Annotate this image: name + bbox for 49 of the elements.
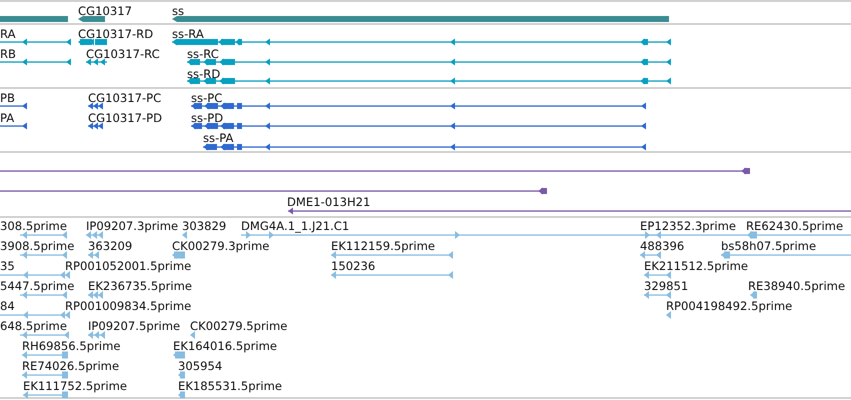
feature-label: CG10317-PC (88, 91, 162, 105)
feature-label: 303829 (182, 219, 226, 233)
feature-label: RE38940.5prime (748, 279, 846, 293)
feature-label: RP001009834.5prime (65, 299, 192, 313)
feature-label: EK112159.5prime (331, 239, 436, 253)
feature-label: ss-PA (203, 131, 234, 145)
feature-label: RH69856.5prime (22, 339, 120, 353)
feature-label: 305954 (178, 359, 222, 373)
feature-label: 363209 (88, 239, 132, 253)
feature-label: 3908.5prime (0, 239, 74, 253)
feature-label: 5447.5prime (0, 279, 74, 293)
feature-label: 35 (0, 259, 15, 273)
feature-label: 488396 (640, 239, 684, 253)
feature-label: IP09207.5prime (88, 319, 180, 333)
feature-label: RP004198492.5prime (666, 299, 792, 313)
feature-label: EK164016.5prime (173, 339, 278, 353)
feature-label: EK236735.5prime (88, 279, 192, 293)
feature-label: EK211512.5prime (644, 259, 748, 273)
feature-label: ss-PD (191, 111, 224, 125)
feature-label: CK00279.3prime (172, 239, 270, 253)
feature-label: 84 (0, 299, 15, 313)
feature-label: DME1-013H21 (287, 195, 370, 209)
feature-label: 150236 (331, 259, 376, 273)
feature-label: PA (0, 111, 14, 125)
feature-label: EK111752.5prime (23, 379, 128, 393)
feature-label: CG10317-PD (88, 111, 162, 125)
feature-label: RE62430.5prime (746, 219, 844, 233)
feature-label: CG10317-RC (86, 47, 160, 61)
feature-label: 648.5prime (0, 319, 67, 333)
feature-label: CK00279.5prime (190, 319, 288, 333)
feature-label: ss-RC (187, 47, 219, 61)
feature-label: 308.5prime (0, 219, 67, 233)
feature-label: RP001052001.5prime (65, 259, 192, 273)
feature-label: ss-RA (172, 27, 204, 41)
feature-label: RE74026.5prime (22, 359, 120, 373)
feature-label: ss-PC (191, 91, 222, 105)
feature-label: ss-RD (187, 67, 220, 81)
feature-label: EP12352.3prime (640, 219, 736, 233)
feature-label: 329851 (644, 279, 688, 293)
feature-label: DMG4A.1_1.J21.C1 (241, 219, 350, 233)
feature-label: CG10317 (78, 4, 132, 18)
feature-label: IP09207.3prime (86, 219, 178, 233)
feature-label: RB (0, 47, 16, 61)
feature-label: RA (0, 27, 16, 41)
feature-label: PB (0, 91, 15, 105)
feature-label: EK185531.5prime (178, 379, 282, 393)
feature-label: bs58h07.5prime (721, 239, 816, 253)
feature-label: ss (172, 4, 184, 18)
feature-label: CG10317-RD (78, 27, 154, 41)
